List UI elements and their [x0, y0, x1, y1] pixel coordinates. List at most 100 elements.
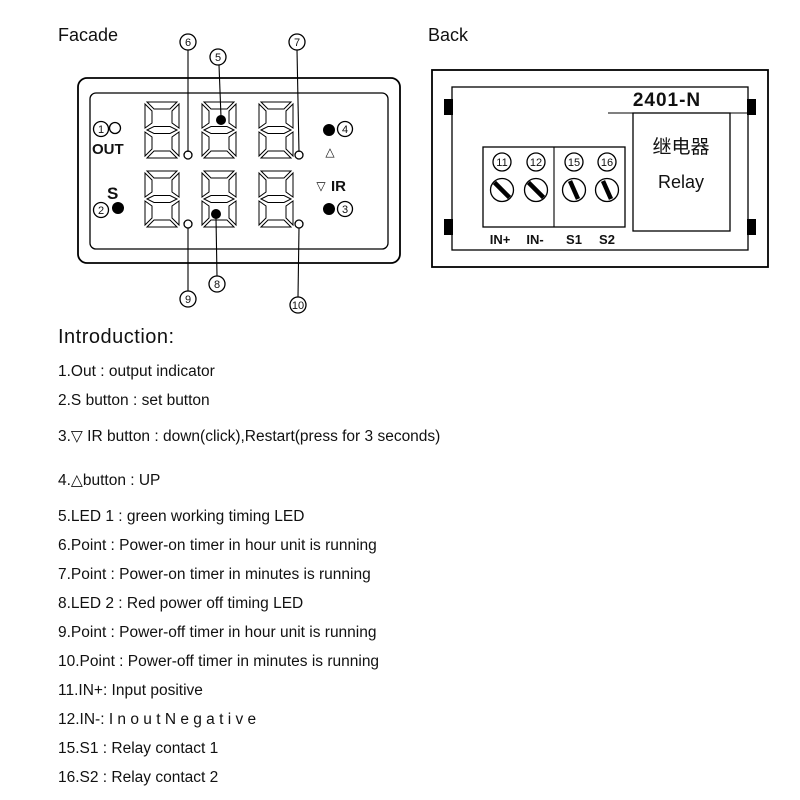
- introduction-heading: Introduction:: [58, 326, 175, 348]
- intro-item-s2: 16.S2 : Relay contact 2: [58, 769, 219, 786]
- callout-line-8: [215, 217, 218, 277]
- terminal-circle-16: [597, 152, 617, 172]
- digit-segment: [202, 219, 236, 228]
- digit-segment: [145, 195, 179, 203]
- digit-segment: [201, 102, 210, 129]
- display-digit-top-2: [201, 101, 237, 159]
- terminal-number-12: 12: [530, 157, 542, 169]
- display-digit-bottom-3: [258, 170, 294, 228]
- pin-label-s2: S2: [599, 232, 615, 247]
- callout-number-3: 3: [342, 204, 348, 216]
- terminal-number-11: 11: [496, 157, 507, 169]
- callout-number-4: 4: [342, 124, 348, 136]
- intro-item-point-6: 6.Point : Power-on timer in hour unit is…: [58, 537, 377, 554]
- digit-segment: [144, 171, 153, 198]
- terminal-circle-15: [564, 152, 584, 172]
- back-title: Back: [428, 25, 469, 45]
- digit-segment: [259, 101, 293, 110]
- digit-segment: [259, 170, 293, 179]
- callout-circle-3: [336, 200, 354, 218]
- model-number: 2401-N: [633, 90, 701, 111]
- led2-poweroff-led: [211, 209, 221, 219]
- terminal-number-16: 16: [601, 157, 613, 169]
- terminal-circle-12: [526, 152, 546, 172]
- callout-number-7: 7: [294, 37, 300, 49]
- display-digit-bottom-1: [144, 170, 180, 228]
- callout-number-9: 9: [185, 294, 191, 306]
- digit-segment: [145, 150, 179, 159]
- mount-tab-top-right: [747, 99, 756, 115]
- digit-segment: [201, 131, 210, 158]
- intro-item-in-plus: 11.IN+: Input positive: [58, 682, 203, 699]
- point-poweron-minute: [294, 150, 304, 160]
- callout-line-7: [296, 49, 300, 153]
- screw-slot-12: [526, 180, 546, 200]
- terminal-number-15: 15: [568, 157, 580, 169]
- screw-slot-15: [567, 180, 581, 200]
- digit-segment: [228, 200, 237, 227]
- digit-segment: [171, 131, 180, 158]
- down-triangle-icon: ▽: [316, 179, 326, 193]
- digit-segment: [145, 126, 179, 134]
- callout-circle-10: [289, 296, 307, 314]
- digit-segment: [202, 126, 236, 134]
- up-triangle-icon: △: [325, 145, 335, 159]
- callout-number-1: 1: [98, 124, 104, 136]
- callout-line-10: [297, 227, 300, 298]
- callout-number-10: 10: [292, 300, 304, 312]
- intro-item-point-7: 7.Point : Power-on timer in minutes is r…: [58, 566, 371, 583]
- intro-item-up-button: 4.△button : UP: [58, 472, 161, 489]
- intro-item-ir-button: 3.▽ IR button : down(click),Restart(pres…: [58, 428, 441, 445]
- intro-item-point-9: 9.Point : Power-off timer in hour unit i…: [58, 624, 377, 641]
- digit-segment: [258, 102, 267, 129]
- callout-circle-1: [92, 120, 110, 138]
- point-poweron-hour: [183, 150, 193, 160]
- digit-segment: [258, 200, 267, 227]
- s-button-dot: [112, 202, 124, 214]
- callout-circle-2: [92, 201, 110, 219]
- down-ir-button-dot: [323, 203, 335, 215]
- relay-box: [632, 112, 731, 232]
- callout-number-5: 5: [215, 52, 221, 64]
- introduction-section: Introduction: 1.Out : output indicator 2…: [58, 326, 758, 797]
- digit-segment: [285, 171, 294, 198]
- callout-circle-4: [336, 120, 354, 138]
- display-digit-bottom-2: [201, 170, 237, 228]
- digit-segment: [171, 200, 180, 227]
- digit-segment: [144, 131, 153, 158]
- relay-label-en: Relay: [658, 172, 704, 192]
- screw-slot-11: [492, 180, 512, 200]
- ir-label: IR: [331, 178, 346, 195]
- diagrams-canvas: Facade 1 OUT S 2 4 △ ▽ IR: [58, 25, 769, 314]
- digit-segment: [201, 171, 210, 198]
- screw-slot-16: [600, 180, 614, 200]
- up-button-dot: [323, 124, 335, 136]
- mount-tab-top-left: [444, 99, 453, 115]
- facade-diagram: Facade 1 OUT S 2 4 △ ▽ IR: [58, 25, 401, 314]
- digit-segment: [285, 102, 294, 129]
- facade-inner-bezel: [89, 92, 389, 250]
- digit-segment: [285, 200, 294, 227]
- intro-item-s1: 15.S1 : Relay contact 1: [58, 740, 219, 757]
- digit-segment: [285, 131, 294, 158]
- led1-working-led: [216, 115, 226, 125]
- callout-number-6: 6: [185, 37, 191, 49]
- digit-segment: [228, 102, 237, 129]
- callout-line-5: [218, 64, 222, 118]
- terminal-circle-11: [492, 152, 512, 172]
- back-diagram: Back 2401-N 继电器 Relay 11 12 15 16 I: [428, 25, 769, 268]
- digit-segment: [259, 126, 293, 134]
- digit-segment: [144, 102, 153, 129]
- callout-number-8: 8: [214, 279, 220, 291]
- digit-segment: [145, 219, 179, 228]
- pin-label-in-plus: IN+: [490, 232, 511, 247]
- intro-item-s-button: 2.S button : set button: [58, 392, 210, 409]
- facade-title: Facade: [58, 25, 118, 45]
- digit-segment: [145, 170, 179, 179]
- intro-item-led2: 8.LED 2 : Red power off timing LED: [58, 595, 304, 612]
- out-indicator-led: [108, 121, 122, 135]
- digit-segment: [202, 150, 236, 159]
- digit-segment: [202, 101, 236, 110]
- pin-label-s1: S1: [566, 232, 582, 247]
- digit-segment: [144, 200, 153, 227]
